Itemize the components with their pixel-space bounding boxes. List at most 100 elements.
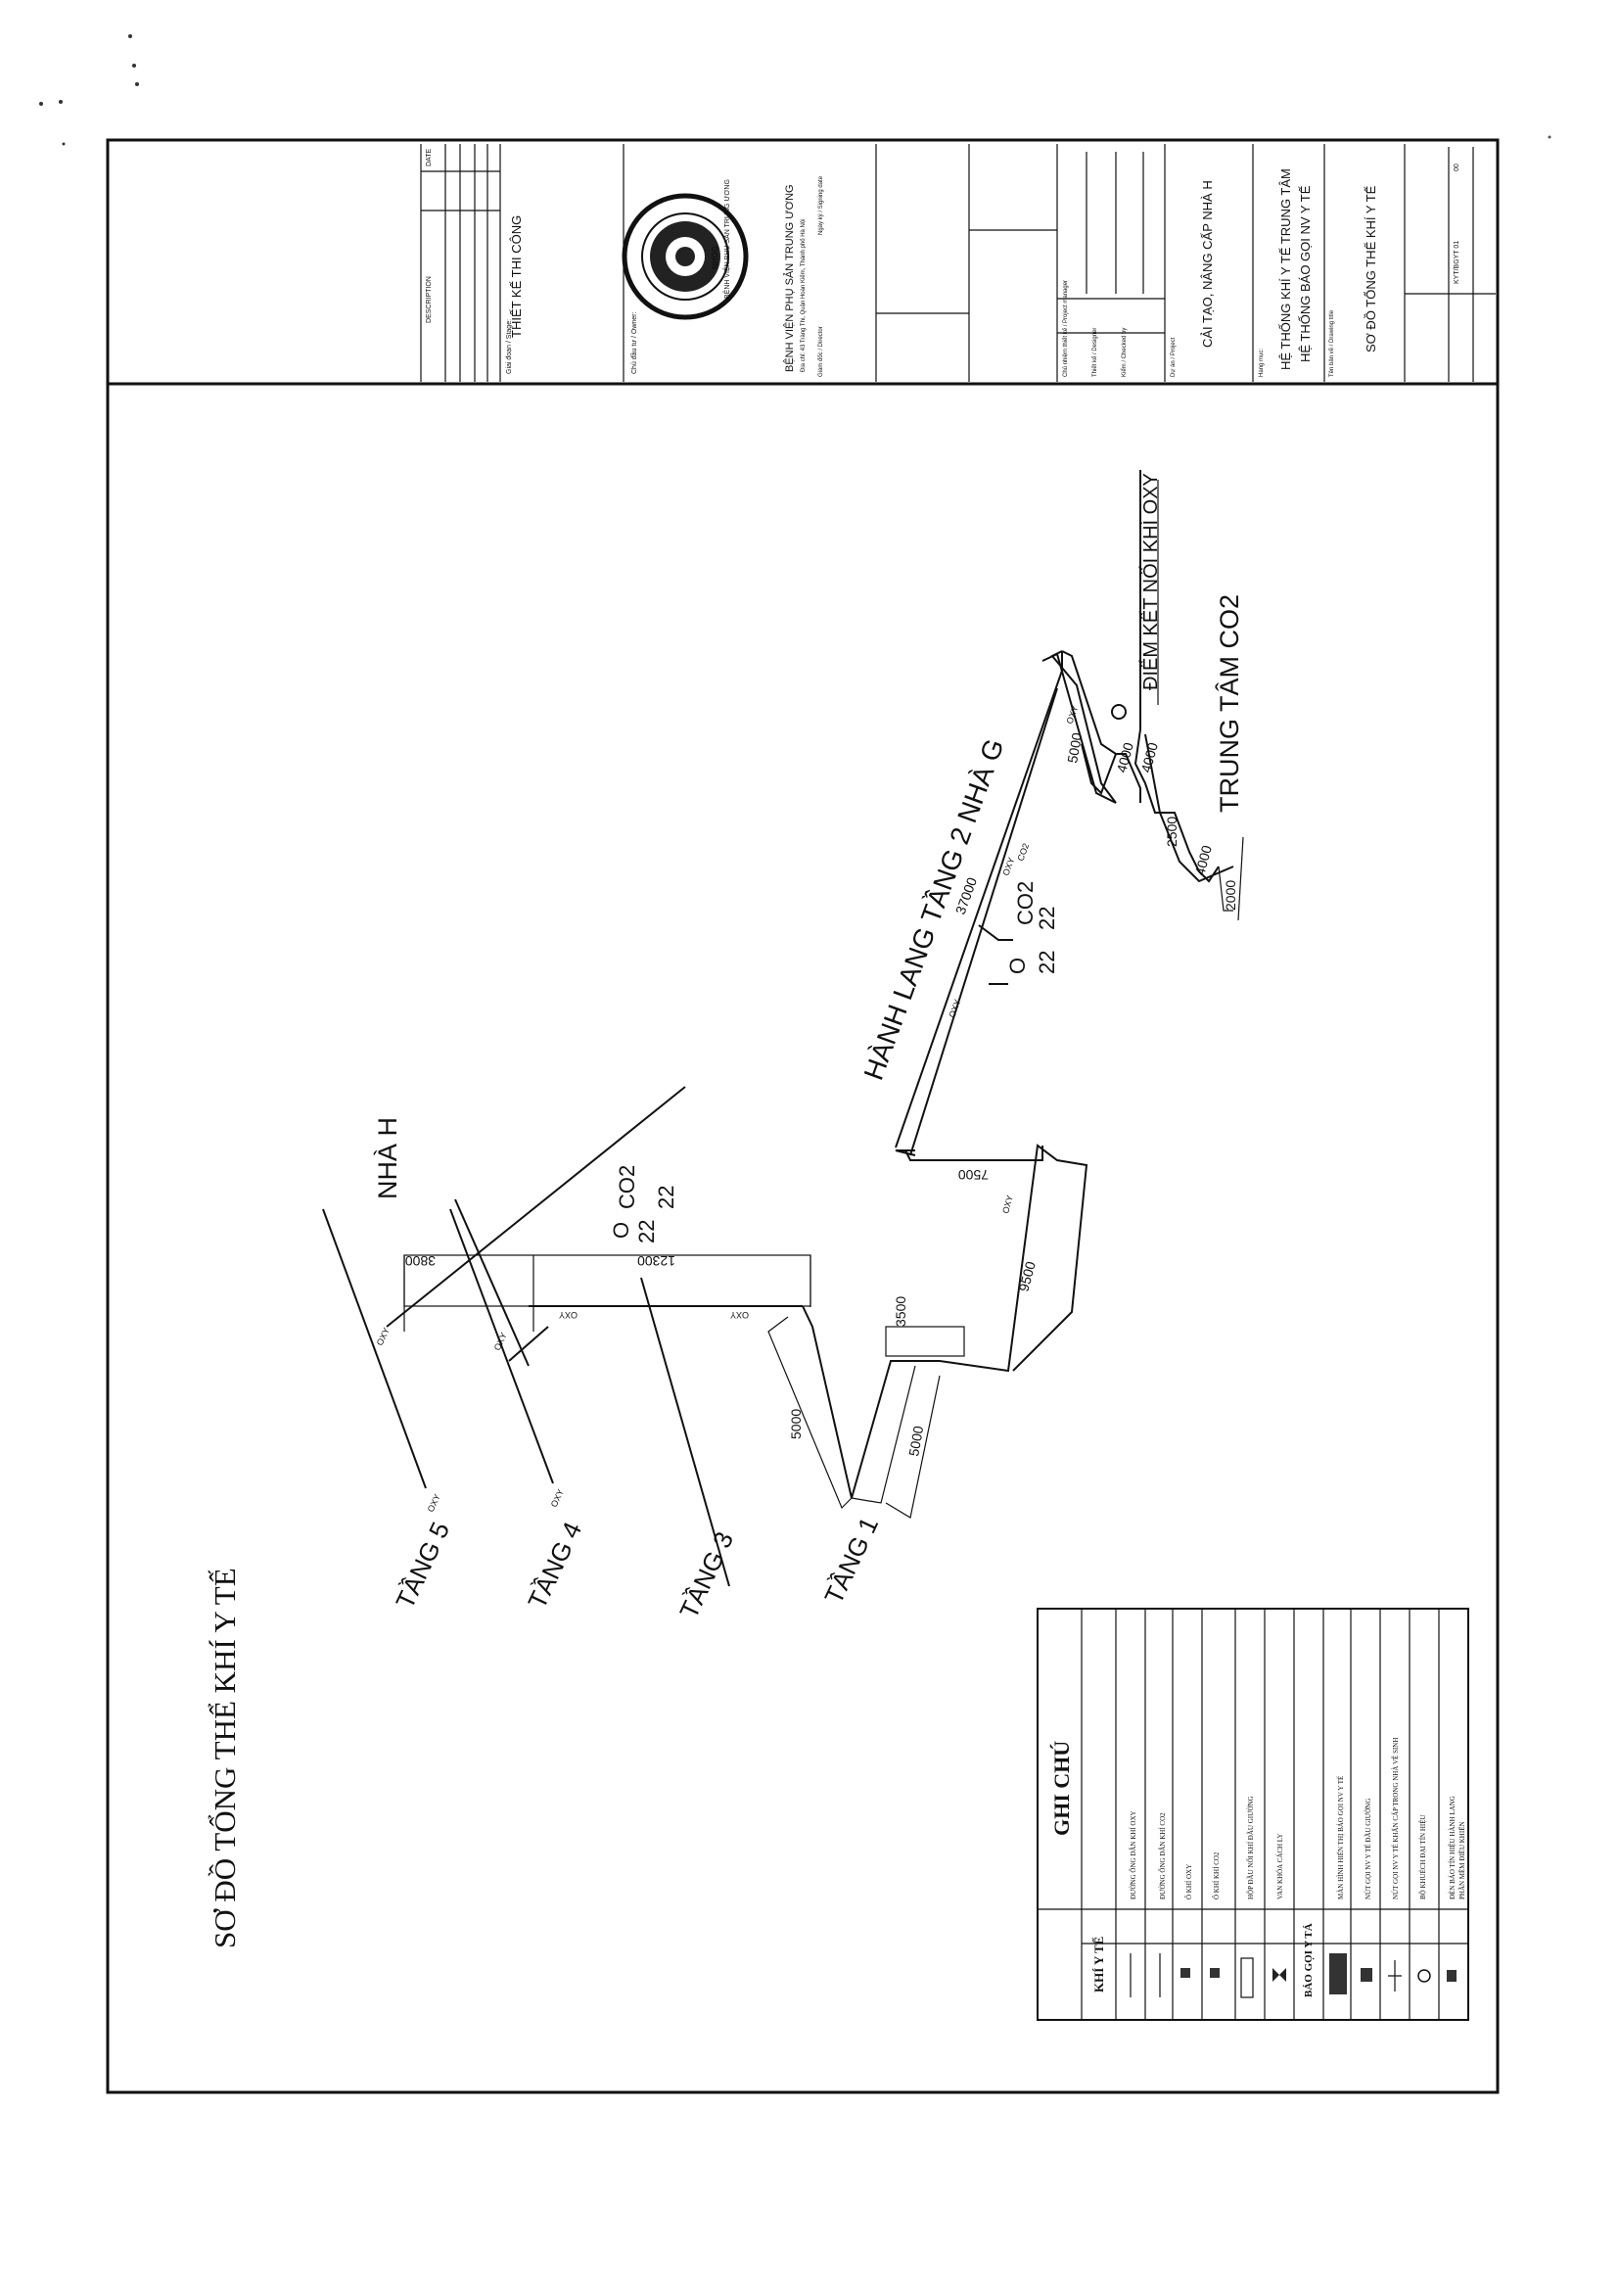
label-oxy-connection: ĐIỂM KẾT NỐI KHÍ OXY (1138, 473, 1162, 690)
legend-call-header: BÁO GỌI Y TÁ (1303, 1923, 1315, 1997)
pipe-tag: OXY (426, 1492, 442, 1513)
legend-call-item: NÚT GỌI NV Y TẾ KHẨN CẤP TRONG NHÀ VỆ SI… (1392, 1738, 1400, 1899)
legend-call-item: MÀN HÌNH HIỂN THỊ BÁO GỌI NV Y TẾ (1337, 1776, 1345, 1899)
drawing-title-value: SƠ ĐỒ TỔNG THỂ KHÍ Y TẾ (1364, 185, 1378, 352)
dim-3800: 3800 (405, 1253, 436, 1269)
legend-gas-item: HỘP ĐẦU NỐI KHÍ ĐẦU GIƯỜNG (1247, 1796, 1255, 1899)
legend: GHI CHÚ KHÍ Y TẾ ĐƯỜNG ỐNG DẪN KHÍ OXY Đ… (1037, 1608, 1469, 2021)
bed-call-button-symbol (1361, 1968, 1372, 1982)
dim-3500: 3500 (893, 1296, 908, 1327)
logo-ring-text: BỆNH VIỆN PHỤ SẢN TRUNG ƯƠNG (722, 179, 731, 299)
tang-1-pipe (802, 1144, 1088, 1499)
pipe-tag: OXY (559, 1310, 578, 1320)
dim-2000: 2000 (1223, 880, 1238, 911)
project-value: CẢI TẠO, NÂNG CẤP NHÀ H (1200, 180, 1215, 348)
outer-frame (106, 138, 1500, 2094)
outlet-o-size: 22 (1035, 951, 1059, 974)
pipe-tag: OXY (1000, 1195, 1015, 1215)
pipe-tag: OXY (492, 1331, 509, 1351)
item-caption: Hạng mục: (1259, 349, 1265, 377)
description-header: DESCRIPTION (426, 276, 433, 323)
outlet-o-size: 22 (634, 1220, 659, 1243)
dim-5000-b: 5000 (905, 1425, 926, 1458)
riser-tang-3 (640, 1277, 730, 1587)
pipe-tag-co2: CO2 (1015, 842, 1031, 863)
item-line-1: HỆ THỐNG KHÍ Y TẾ TRUNG TÂM (1278, 168, 1293, 370)
legend-gas-item: VAN KHÓA CÁCH LY (1276, 1834, 1284, 1899)
legend-gas-item: Ổ KHÍ OXY (1185, 1864, 1193, 1899)
main-title: SƠ ĐỒ TỔNG THỂ KHÍ Y TẾ (207, 1568, 242, 1948)
legend-gas-item: Ổ KHÍ KHÍ CO2 (1213, 1851, 1221, 1899)
piping-diagram (322, 470, 1244, 1587)
legend-call-item: NÚT GỌI NV Y TẾ ĐẦU GIƯỜNG (1365, 1799, 1372, 1899)
drawing-number: KYT/BGYT 01 (1454, 241, 1460, 284)
legend-gas-item: ĐƯỜNG ỐNG DẪN KHÍ OXY (1130, 1810, 1137, 1899)
stage-caption: Giai đoạn / Stage: (506, 319, 513, 374)
project-manager-caption: Chủ nhiệm thiết kế / Project manager (1062, 280, 1069, 377)
logo-sub-text: NHOG (711, 246, 719, 269)
dim-2500: 2500 (1164, 817, 1180, 847)
designer-caption: Thiết kế / Designer (1092, 328, 1098, 377)
outlet-group-corridor: O CO2 22 22 (1005, 881, 1059, 974)
hospital-logo: BỆNH VIỆN PHỤ SẢN TRUNG ƯƠNG NHOG (622, 179, 749, 320)
checker-caption: Kiểm / Checked by (1121, 328, 1128, 377)
title-block: Giai đoạn / Stage: THIẾT KẾ THI CÔNG DES… (420, 144, 1496, 382)
owner-caption: Chủ đầu tư / Owner: (629, 312, 638, 374)
revision-number: 00 (1454, 164, 1460, 171)
item-line-2: HỆ THỐNG BÁO GỌI NV Y TẾ (1298, 185, 1313, 362)
dim-9500: 9500 (1015, 1259, 1039, 1292)
dim-4000-c: 4000 (1191, 843, 1215, 876)
outlet-co2-size: 22 (1035, 907, 1059, 930)
pipe-tag: OXY (730, 1310, 749, 1320)
oxy-connection-point (1111, 704, 1127, 720)
riser-tang-5 (322, 1208, 427, 1489)
label-co2-center: TRUNG TÂM CO2 (1214, 594, 1244, 813)
floor-label-1: TẦNG 1 (818, 1513, 884, 1609)
outlet-o-label: O (1005, 958, 1030, 974)
legend-title: GHI CHÚ (1049, 1741, 1074, 1836)
legend-gas-item: ĐƯỜNG ỐNG DẪN KHÍ CO2 (1159, 1812, 1167, 1899)
pipe-tag: OXY (549, 1487, 566, 1508)
drawing-title-caption: Tên bản vẽ / Drawing title (1329, 309, 1335, 377)
date-header: DATE (426, 149, 433, 166)
toilet-call-button-symbol (1388, 1960, 1402, 1991)
co2-outlet-symbol (1210, 1968, 1220, 1978)
outlet-o-label: O (609, 1222, 633, 1239)
floor-label-5: TẦNG 5 (390, 1518, 455, 1614)
owner-name: BỆNH VIỆN PHỤ SẢN TRUNG ƯƠNG (783, 184, 796, 372)
isolation-valve-symbol (1272, 1968, 1286, 1982)
scan-specks (39, 34, 1551, 146)
signing-caption: Ngày ký / Signing date (818, 175, 824, 235)
legend-call-item: ĐÈN BÁO TÍN HIỆU HÀNH LANG (1449, 1796, 1457, 1899)
stage-value: THIẾT KẾ THI CÔNG (509, 215, 524, 338)
dim-4000-a: 4000 (1113, 740, 1136, 773)
legend-call-item: BỘ KHUẾCH ĐẠI TÍN HIỆU (1419, 1814, 1427, 1899)
owner-address: Địa chỉ: 43 Tràng Thi, Quận Hoàn Kiếm, T… (800, 218, 807, 372)
pipe-tag: OXY (1064, 704, 1080, 725)
dimension-labels: 37000 12300 9500 7500 5000 5000 5000 400… (405, 731, 1238, 1458)
oxy-outlet-symbol (1180, 1968, 1190, 1978)
display-screen-symbol (1329, 1953, 1347, 1994)
outlet-group-nha-h: O CO2 22 22 (609, 1165, 678, 1243)
floor-label-3: TẦNG 3 (673, 1527, 739, 1623)
dim-5000-c: 5000 (1064, 731, 1085, 765)
label-nha-h: NHÀ H (373, 1117, 402, 1199)
outlet-co2-label: CO2 (1013, 881, 1038, 925)
outlet-co2-label: CO2 (615, 1165, 639, 1209)
corridor-light-symbol (1447, 1970, 1457, 1982)
floor-label-4: TẦNG 4 (522, 1518, 587, 1614)
outlet-co2-size: 22 (654, 1186, 678, 1209)
dim-5000-a: 5000 (788, 1409, 804, 1439)
dim-12300: 12300 (637, 1253, 675, 1269)
director-caption: Giám đốc / Director (818, 326, 824, 377)
dim-4000-b: 4000 (1137, 740, 1161, 773)
project-caption: Dự án / Project (1171, 337, 1177, 377)
pipe-tag: OXY (947, 998, 962, 1018)
legend-call-item: PHẦN MỀM ĐIỀU KHIỂN (1458, 1821, 1466, 1899)
legend-gas-header: KHÍ Y TẾ (1091, 1937, 1106, 1992)
bedhead-unit-symbol (1240, 1957, 1254, 1998)
amplifier-symbol (1417, 1969, 1431, 1983)
dim-7500: 7500 (958, 1167, 989, 1183)
